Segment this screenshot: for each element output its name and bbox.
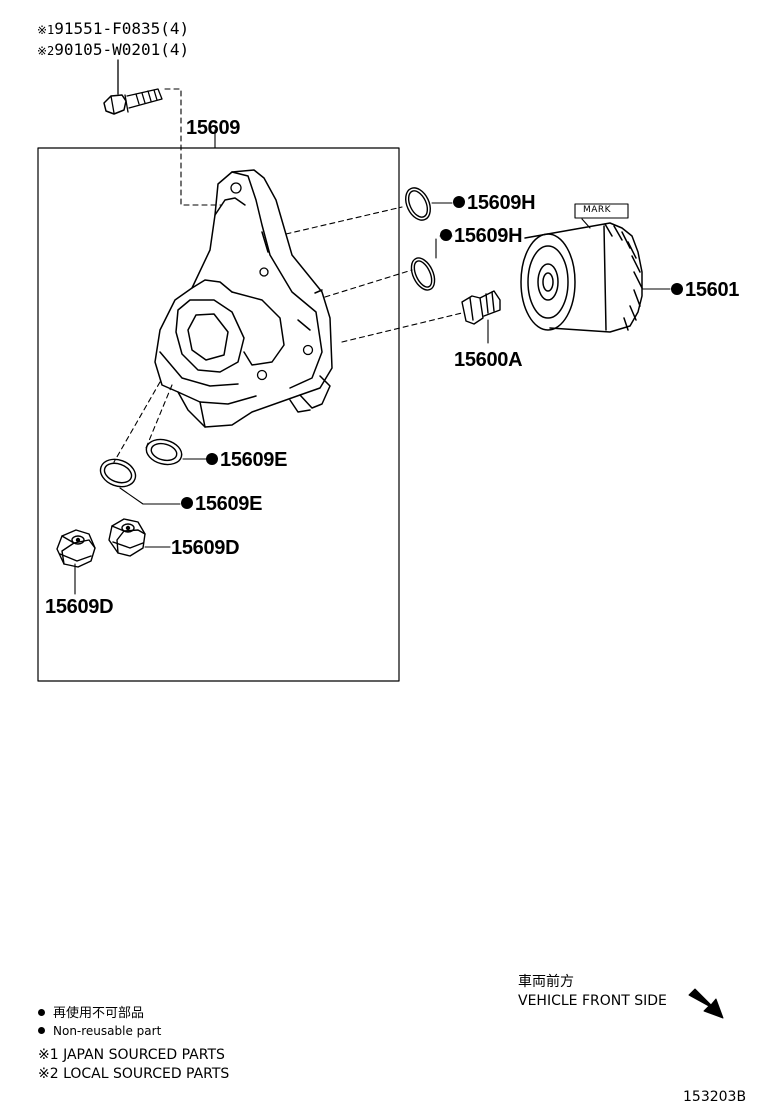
callout-plug-left: 15609D [45, 596, 114, 618]
filter-mark-label: MARK [583, 205, 612, 215]
o-ring-upper-drawing [405, 187, 431, 221]
figure-id: 153203B [683, 1089, 747, 1105]
nonreusable-dot [206, 453, 218, 465]
housing-bolt-hole [256, 369, 268, 381]
legend-note-1: ※1 JAPAN SOURCED PARTS [38, 1047, 225, 1063]
nonreusable-dot [440, 229, 452, 241]
housing-bolt-hole [230, 182, 242, 194]
ref-mark-1: ※1 [37, 23, 55, 37]
mark-box [574, 203, 629, 219]
direction-label-jp: 車両前方 [518, 974, 574, 990]
plug-left-drawing [56, 529, 96, 568]
ref-mark-2: ※2 [37, 44, 55, 58]
gasket-right-drawing [145, 438, 183, 466]
legend-dot [38, 1027, 45, 1034]
header-part-2: 90105-W0201(4) [54, 40, 190, 59]
legend-nonreusable-en: Non-reusable part [38, 1025, 161, 1037]
nonreusable-dot [671, 283, 683, 295]
oil-filter-drawing [520, 222, 643, 333]
header-part-1: 91551-F0835(4) [54, 19, 190, 38]
callout-union-bolt: 15600A [454, 349, 523, 371]
plug-right-drawing [108, 518, 146, 557]
callout-oil-filter: 15601 [671, 280, 739, 300]
header-line-1: ※191551-F0835(4) [37, 21, 189, 37]
legend-note-2: ※2 LOCAL SOURCED PARTS [38, 1066, 230, 1082]
callout-oring-lower: 15609H [440, 226, 523, 246]
header-line-2: ※290105-W0201(4) [37, 42, 189, 58]
union-bolt-drawing [461, 290, 501, 325]
callout-gasket-right: 15609E [206, 450, 287, 470]
bolt-drawing [103, 59, 163, 115]
nonreusable-dot [453, 196, 465, 208]
callout-oring-upper: 15609H [453, 193, 536, 213]
direction-label-en: VEHICLE FRONT SIDE [518, 993, 667, 1009]
housing-bolt-hole [259, 267, 269, 277]
callout-housing: 15609 [186, 117, 241, 139]
gasket-left-drawing [99, 458, 137, 488]
housing-bolt-hole [302, 344, 314, 356]
callout-gasket-left: 15609E [181, 494, 262, 514]
filter-housing-drawing [154, 169, 333, 428]
o-ring-lower-drawing [410, 257, 436, 291]
callout-plug-right: 15609D [171, 537, 240, 559]
legend-dot [38, 1009, 45, 1016]
arrow-down-right-icon [688, 988, 724, 1019]
nonreusable-dot [181, 497, 193, 509]
legend-nonreusable-jp: 再使用不可部品 [38, 1007, 144, 1020]
assembly-frame [37, 147, 400, 682]
